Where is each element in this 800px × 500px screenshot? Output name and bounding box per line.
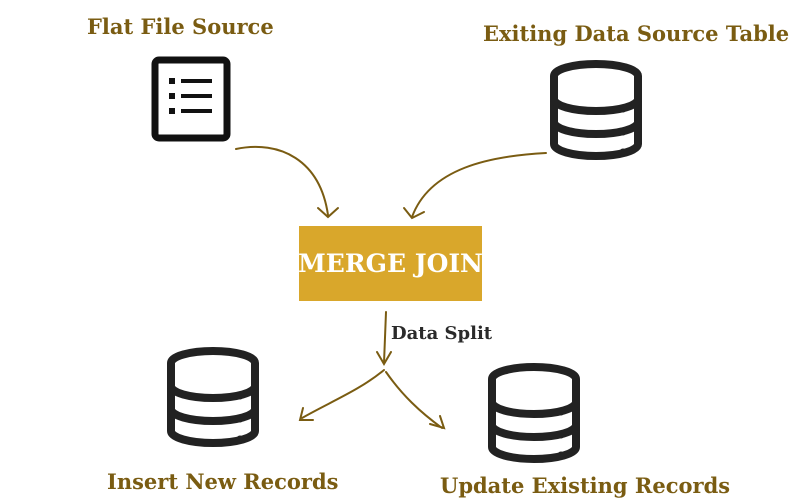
arrow-split-to-insert — [301, 369, 385, 419]
data-split-label: Data Split — [391, 323, 493, 344]
arrowhead — [376, 351, 392, 366]
arrow-table-to-merge — [411, 152, 547, 218]
arrowhead — [317, 207, 339, 219]
flat-file-source-label: Flat File Source — [87, 14, 274, 39]
existing-table-label: Exiting Data Source Table — [483, 21, 790, 46]
merge-join-label: MERGE JOIN — [298, 249, 483, 278]
flow-arrows — [235, 145, 547, 430]
arrowhead — [429, 415, 446, 430]
insert-new-records-label: Insert New Records — [107, 469, 339, 494]
arrow-flat-to-merge — [235, 145, 329, 216]
list-document-icon — [151, 56, 231, 142]
arrow-merge-to-split — [383, 311, 387, 364]
arrow-split-to-update — [385, 371, 443, 429]
merge-join-node: MERGE JOIN — [298, 226, 483, 301]
database-icon — [492, 367, 576, 459]
database-icon — [171, 351, 255, 443]
update-existing-records-label: Update Existing Records — [440, 473, 731, 498]
arrowhead — [298, 407, 314, 421]
arrowhead — [403, 207, 425, 220]
database-icon — [554, 64, 638, 156]
